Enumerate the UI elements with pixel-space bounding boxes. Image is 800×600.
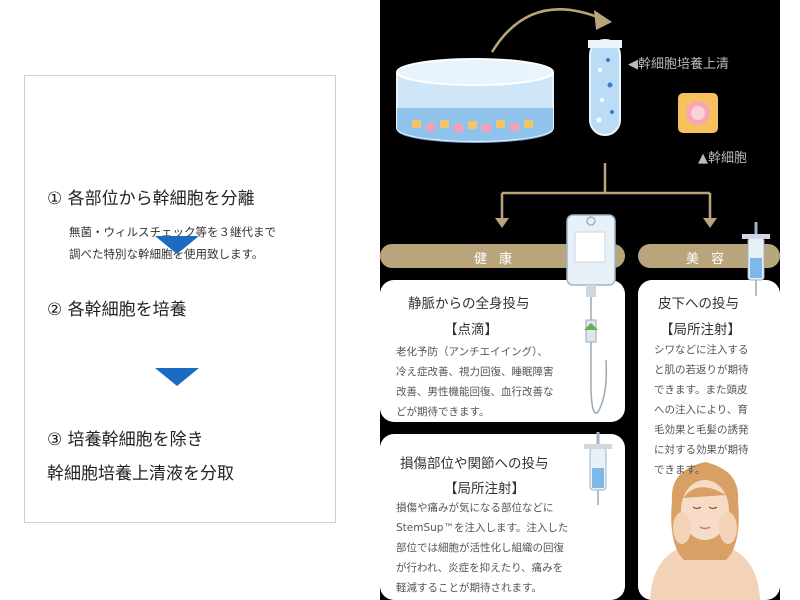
step-1-desc-line-1: 無菌・ウィルスチェック等を３継代まで — [69, 225, 276, 239]
local-body-line: StemSup™を注入します。注入した — [396, 522, 569, 534]
local-body-line: が行われ、炎症を抑えたり、痛みを — [396, 562, 564, 574]
iv-card-body: 老化予防（アンチエイイング）、 冷え症改善、視力回復、睡眠障害 改善、男性機能回… — [396, 342, 554, 422]
curved-arrow-icon — [490, 8, 601, 53]
down-arrow-2 — [155, 368, 199, 386]
subq-body-line: シワなどに注入する — [654, 344, 749, 356]
subq-body-line: できます。 — [654, 464, 706, 476]
local-card-title: 損傷部位や関節への投与 — [400, 456, 549, 472]
subq-body-line: 毛効果と毛髪の誘発 — [654, 424, 749, 436]
local-body-line: 部位では細胞が活性化し組織の回復 — [396, 542, 564, 554]
syringe-icon-local — [584, 432, 612, 505]
step-3-title-line-1: ③ 培養幹細胞を除き — [47, 430, 204, 450]
connector-right-arrow-icon — [703, 218, 717, 228]
iv-card-bg — [380, 280, 625, 422]
subq-body-line: できます。また頭皮 — [654, 384, 748, 396]
iv-bag-icon — [566, 214, 616, 414]
local-card-bg — [380, 434, 625, 600]
step-3-title-line-2: 幹細胞培養上清液を分取 — [47, 464, 234, 484]
subq-card-body: シワなどに注入する と肌の若返りが期待 できます。また頭皮 への注入により、育 … — [654, 340, 749, 480]
process-steps-panel: ① 各部位から幹細胞を分離 無菌・ウィルスチェック等を３継代まで 調べた特別な幹… — [24, 75, 336, 523]
curved-arrow-head-icon — [594, 10, 612, 30]
connector-left-arrow-icon — [495, 218, 509, 228]
subq-card-subtitle: 【局所注射】 — [660, 322, 741, 338]
health-banner-label: 健康 — [474, 252, 525, 267]
beauty-banner — [638, 244, 780, 268]
subq-body-line: への注入により、育 — [654, 404, 748, 416]
petri-dish-icon — [396, 58, 554, 143]
test-tube-icon — [588, 39, 622, 136]
usage-diagram-panel: ◀幹細胞培養上清 ▲幹細胞 健康 美容 静脈からの全身投与 【点滴】 老化予防（… — [380, 0, 780, 600]
subq-body-line: に対する効果が期待 — [654, 444, 749, 456]
iv-body-line: 冷え症改善、視力回復、睡眠障害 — [396, 366, 554, 378]
iv-card-subtitle: 【点滴】 — [444, 322, 498, 338]
iv-body-line: 老化予防（アンチエイイング）、 — [396, 346, 548, 358]
local-body-line: 軽減することが期待されます。 — [396, 582, 542, 594]
supernatant-label: ◀幹細胞培養上清 — [628, 57, 729, 72]
woman-illustration-icon — [650, 462, 760, 600]
iv-card-title: 静脈からの全身投与 — [408, 296, 530, 312]
local-body-line: 損傷や痛みが気になる部位などに — [396, 502, 554, 514]
subq-card-title: 皮下への投与 — [658, 296, 739, 312]
local-card-body: 損傷や痛みが気になる部位などに StemSup™を注入します。注入した 部位では… — [396, 498, 568, 598]
beauty-banner-label: 美容 — [686, 252, 737, 267]
step-2-title: ② 各幹細胞を培養 — [47, 300, 187, 320]
down-arrow-1 — [155, 236, 199, 254]
subq-body-line: と肌の若返りが期待 — [654, 364, 749, 376]
stem-cell-icon — [678, 93, 718, 133]
local-card-subtitle: 【局所注射】 — [444, 481, 525, 497]
diagram-illustration — [380, 8, 780, 600]
stem-cell-label: ▲幹細胞 — [698, 151, 747, 166]
step-1-title: ① 各部位から幹細胞を分離 — [47, 189, 255, 209]
iv-body-line: どが期待できます。 — [396, 406, 490, 418]
health-banner — [380, 244, 625, 268]
step-1-desc-line-2: 調べた特別な幹細胞を使用致します。 — [69, 247, 264, 261]
syringe-icon-subq — [742, 222, 770, 296]
iv-body-line: 改善、男性機能回復、血行改善な — [396, 386, 554, 398]
